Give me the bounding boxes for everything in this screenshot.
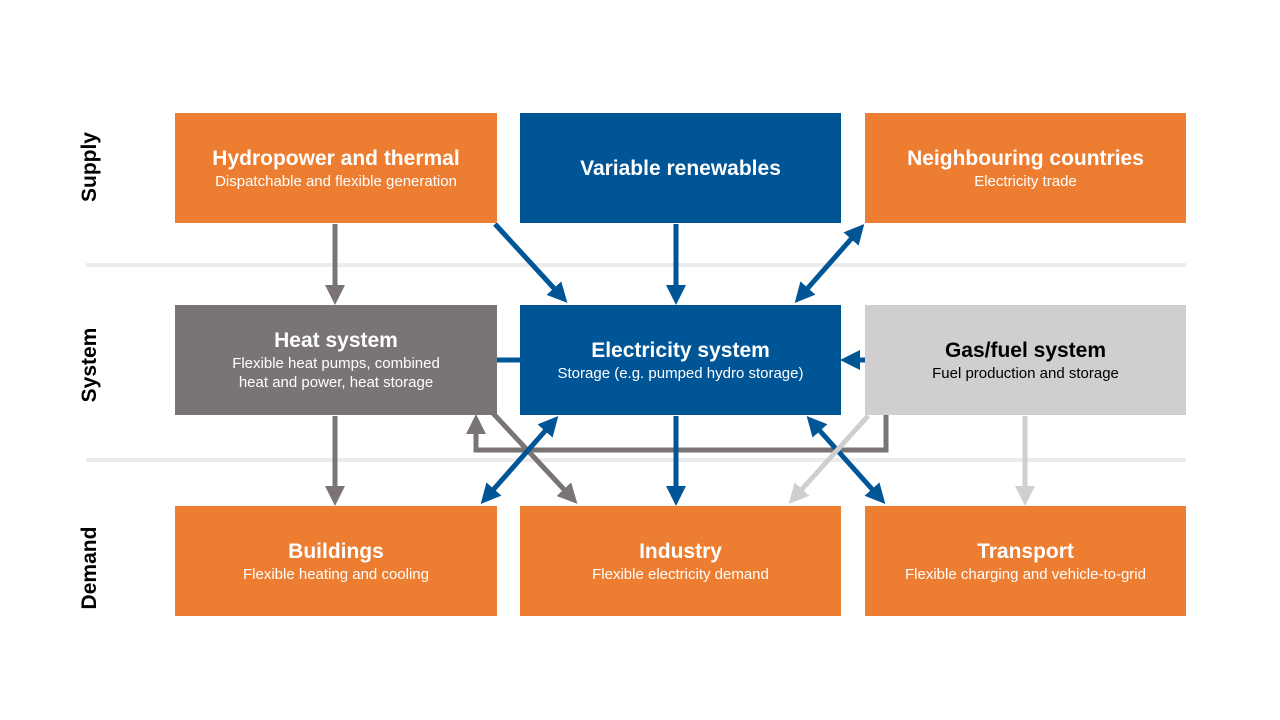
arrow-neighbours-electricity (794, 223, 865, 304)
box-neighbours-title: Neighbouring countries (907, 146, 1144, 170)
arrow-gas-to-industry (788, 414, 870, 504)
arrow-electricity-buildings (480, 415, 559, 505)
box-industry: Industry Flexible electricity demand (520, 506, 841, 616)
box-industry-sub: Flexible electricity demand (592, 565, 769, 583)
divider-system-demand (86, 458, 1186, 462)
box-renewables: Variable renewables (520, 113, 841, 223)
box-transport-sub: Flexible charging and vehicle-to-grid (905, 565, 1146, 583)
box-transport: Transport Flexible charging and vehicle-… (865, 506, 1186, 616)
arrow-gas-to-heat (466, 414, 889, 453)
arrow-electricity-transport (806, 416, 886, 504)
arrow-heat-to-industry (488, 408, 578, 504)
box-hydropower-title: Hydropower and thermal (212, 146, 460, 170)
box-hydropower: Hydropower and thermal Dispatchable and … (175, 113, 497, 223)
divider-supply-system (86, 263, 1186, 267)
box-heat-title: Heat system (274, 329, 398, 352)
box-heat: Heat system Flexible heat pumps, combine… (175, 305, 497, 415)
box-electricity-title: Electricity system (591, 338, 770, 362)
box-gas-sub: Fuel production and storage (932, 364, 1119, 382)
box-buildings: Buildings Flexible heating and cooling (175, 506, 497, 616)
box-heat-sub: Flexible heat pumps, combined heat and p… (232, 355, 440, 391)
box-neighbours-sub: Electricity trade (974, 172, 1077, 190)
box-electricity-sub: Storage (e.g. pumped hydro storage) (557, 364, 804, 382)
box-buildings-sub: Flexible heating and cooling (243, 565, 429, 583)
box-buildings-title: Buildings (288, 539, 384, 563)
box-transport-title: Transport (977, 539, 1074, 563)
box-gas-title: Gas/fuel system (944, 338, 1107, 362)
box-renewables-title: Variable renewables (580, 156, 781, 180)
box-industry-title: Industry (639, 539, 722, 563)
box-gas: Gas/fuel system Fuel production and stor… (865, 305, 1186, 415)
arrow-hydropower-to-electricity (493, 222, 568, 303)
box-hydropower-sub: Dispatchable and flexible generation (215, 172, 457, 190)
box-electricity: Electricity system Storage (e.g. pumped … (520, 305, 841, 415)
box-neighbours: Neighbouring countries Electricity trade (865, 113, 1186, 223)
